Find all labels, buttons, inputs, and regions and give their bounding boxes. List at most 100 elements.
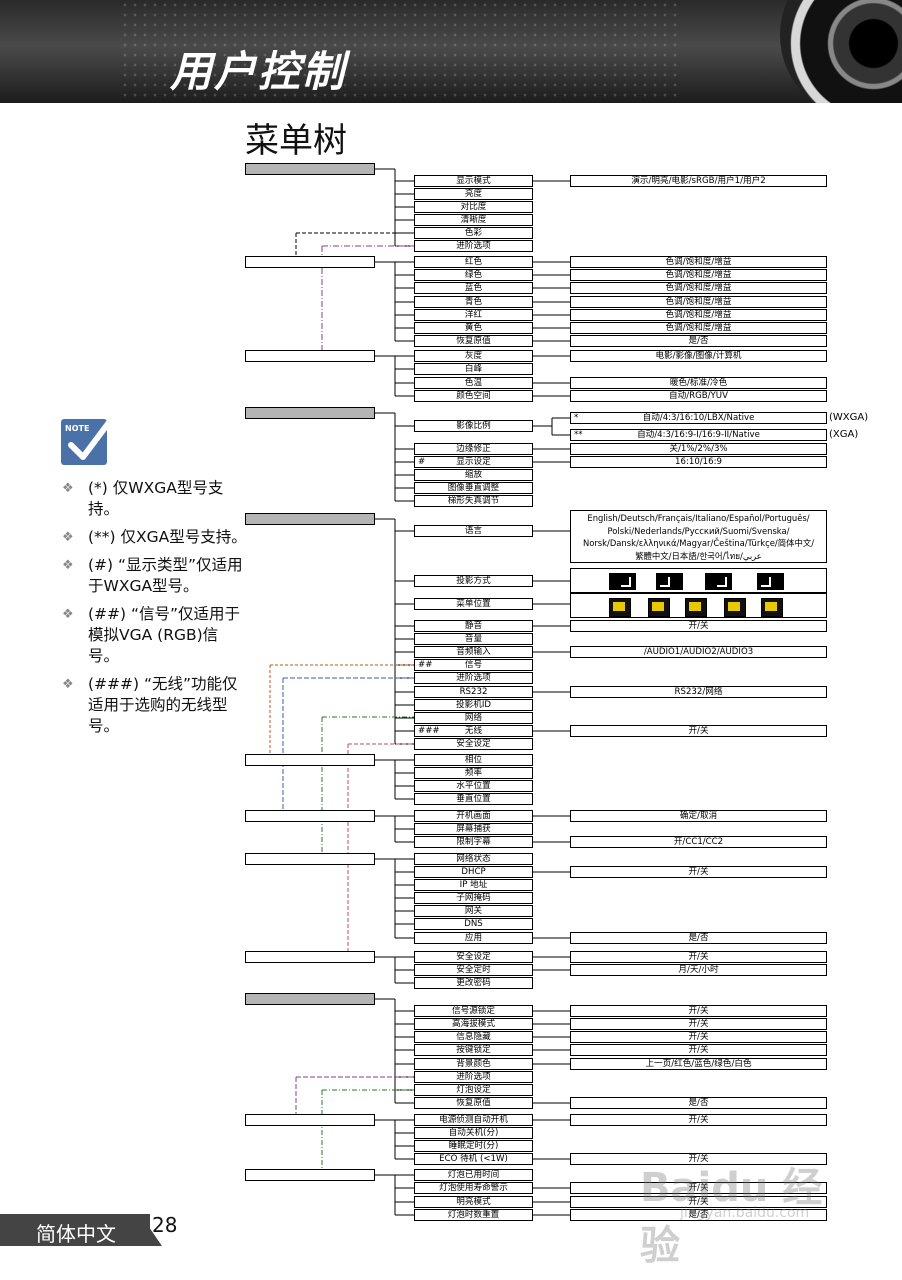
menu-item-label: 蓝色 xyxy=(464,283,483,293)
menu-item-label: 自动关机(分) xyxy=(448,1128,499,1138)
menu-item: 电源侦测自动开机 xyxy=(414,1114,533,1126)
item-footnote-mark: ** xyxy=(574,430,583,440)
menu-item: 恢复原值 xyxy=(414,335,533,347)
option-values: 色调/饱和度/增益 xyxy=(570,296,827,308)
menu-item: 青色 xyxy=(414,296,533,308)
menu-item-label: 显示设定 xyxy=(456,457,491,467)
diamond-bullet-icon: ❖ xyxy=(62,481,74,496)
watermark: Baidu 经验 jingyan.baidu.com xyxy=(640,1145,860,1269)
menu-item-label: 信号 xyxy=(464,660,483,670)
menu-item-label: 灯泡时数重置 xyxy=(447,1210,500,1220)
diamond-bullet-icon: ❖ xyxy=(62,677,74,692)
menu-item-label: 开机画面 xyxy=(456,811,491,821)
note-text: (*) 仅WXGA型号支持。 xyxy=(88,479,224,518)
menu-item: 颜色空间 xyxy=(414,390,533,402)
menu-item: 更改密码 xyxy=(414,977,533,989)
option-values: 色调/饱和度/增益 xyxy=(570,322,827,334)
menu-item: 蓝色 xyxy=(414,282,533,294)
option-values: 开/关 xyxy=(570,1114,827,1126)
menu-item-label: RS232 xyxy=(459,687,488,697)
menu-location-icon xyxy=(685,598,707,617)
menu-category xyxy=(245,993,375,1005)
menu-item: DNS xyxy=(414,918,533,930)
menu-item: 恢复原值 xyxy=(414,1097,533,1109)
footer-notch xyxy=(140,1214,162,1246)
note-item: ❖(##) “信号”仅适用于模拟VGA (RGB)信号。 xyxy=(62,604,247,667)
model-label: (XGA) xyxy=(829,429,859,440)
menu-item-label: IP 地址 xyxy=(459,880,488,890)
menu-item: 投影机ID xyxy=(414,699,533,711)
model-label: (WXGA) xyxy=(829,412,869,423)
option-values: 是/否 xyxy=(570,1209,827,1221)
notes-list: ❖(*) 仅WXGA型号支持。❖(**) 仅XGA型号支持。❖(#) “显示类型… xyxy=(62,478,247,744)
menu-item-label: 语言 xyxy=(464,526,483,536)
menu-item: DHCP xyxy=(414,866,533,878)
menu-item: 应用 xyxy=(414,932,533,944)
menu-item: 限制字幕 xyxy=(414,836,533,848)
option-values: 色调/饱和度/增益 xyxy=(570,269,827,281)
menu-item-label: 网关 xyxy=(464,906,483,916)
menu-item: 网络 xyxy=(414,712,533,724)
option-values: 开/CC1/CC2 xyxy=(570,836,827,848)
menu-item: 梯形失真调节 xyxy=(414,495,533,507)
menu-item-label: 恢复原值 xyxy=(456,1098,491,1108)
option-values: 开/关 xyxy=(570,951,827,963)
language-line: Polski/Nederlands/Русский/Suomi/Svenska/ xyxy=(607,525,790,536)
menu-item: 频率 xyxy=(414,767,533,779)
menu-item: 色彩 xyxy=(414,227,533,239)
menu-category xyxy=(245,1114,375,1126)
menu-item: 自动关机(分) xyxy=(414,1127,533,1139)
menu-item-label: 投影方式 xyxy=(456,576,491,586)
menu-item-label: 黄色 xyxy=(464,323,483,333)
menu-item-label: 菜单位置 xyxy=(456,599,491,609)
option-values: 开/关 xyxy=(570,620,827,632)
menu-item: 语言 xyxy=(414,525,533,537)
diamond-bullet-icon: ❖ xyxy=(62,530,74,545)
option-values: 确定/取消 xyxy=(570,810,827,822)
menu-item: 网关 xyxy=(414,905,533,917)
menu-item-label: 绿色 xyxy=(464,270,483,280)
language-line: English/Deutsch/Français/Italiano/Españo… xyxy=(587,513,810,523)
menu-item: 安全设定 xyxy=(414,951,533,963)
menu-item-label: 图像垂直调整 xyxy=(447,483,500,493)
menu-item-label: 亮度 xyxy=(464,189,483,199)
menu-item-label: 色彩 xyxy=(464,228,483,238)
menu-item-label: 对比度 xyxy=(460,202,487,212)
menu-category xyxy=(245,256,375,268)
page-title: 菜单树 xyxy=(245,121,347,161)
menu-item-label: 边缘修正 xyxy=(456,444,491,454)
option-values: 暖色/标准/冷色 xyxy=(570,377,827,389)
option-values: 是/否 xyxy=(570,932,827,944)
menu-item: 进阶选项 xyxy=(414,672,533,684)
menu-item-label: 频率 xyxy=(464,768,483,778)
menu-item: 白峰 xyxy=(414,363,533,375)
language-options: English/Deutsch/Français/Italiano/Españo… xyxy=(570,510,827,563)
menu-item: 灯泡设定 xyxy=(414,1084,533,1096)
menu-item: 灰度 xyxy=(414,350,533,362)
menu-item: 黄色 xyxy=(414,322,533,334)
projection-mode-icon xyxy=(609,573,636,590)
menu-category xyxy=(245,1169,375,1181)
menu-item-label: 电源侦测自动开机 xyxy=(439,1115,508,1125)
option-values: 开/关 xyxy=(570,866,827,878)
menu-item-label: 清晰度 xyxy=(460,215,487,225)
menu-item: 影像比例 xyxy=(414,420,533,432)
note-item: ❖(#) “显示类型”仅适用于WXGA型号。 xyxy=(62,555,247,597)
menu-item: 信息隐藏 xyxy=(414,1031,533,1043)
menu-location-icon xyxy=(724,598,746,617)
projection-mode-icon xyxy=(705,573,732,590)
menu-item: 安全定时 xyxy=(414,964,533,976)
menu-item: 垂直位置 xyxy=(414,793,533,805)
menu-item-label: 进阶选项 xyxy=(456,673,491,683)
menu-item: ###无线 xyxy=(414,725,533,737)
menu-item-label: ECO 待机 (<1W) xyxy=(439,1154,508,1164)
menu-category xyxy=(245,407,375,419)
menu-item: 灯泡使用寿命警示 xyxy=(414,1182,533,1194)
menu-item-label: 音频输入 xyxy=(456,647,491,657)
option-values: *自动/4:3/16:10/LBX/Native xyxy=(570,412,827,424)
menu-item-label: 安全设定 xyxy=(456,739,491,749)
menu-item: #显示设定 xyxy=(414,456,533,468)
diamond-bullet-icon: ❖ xyxy=(62,607,74,622)
menu-category xyxy=(245,951,375,963)
